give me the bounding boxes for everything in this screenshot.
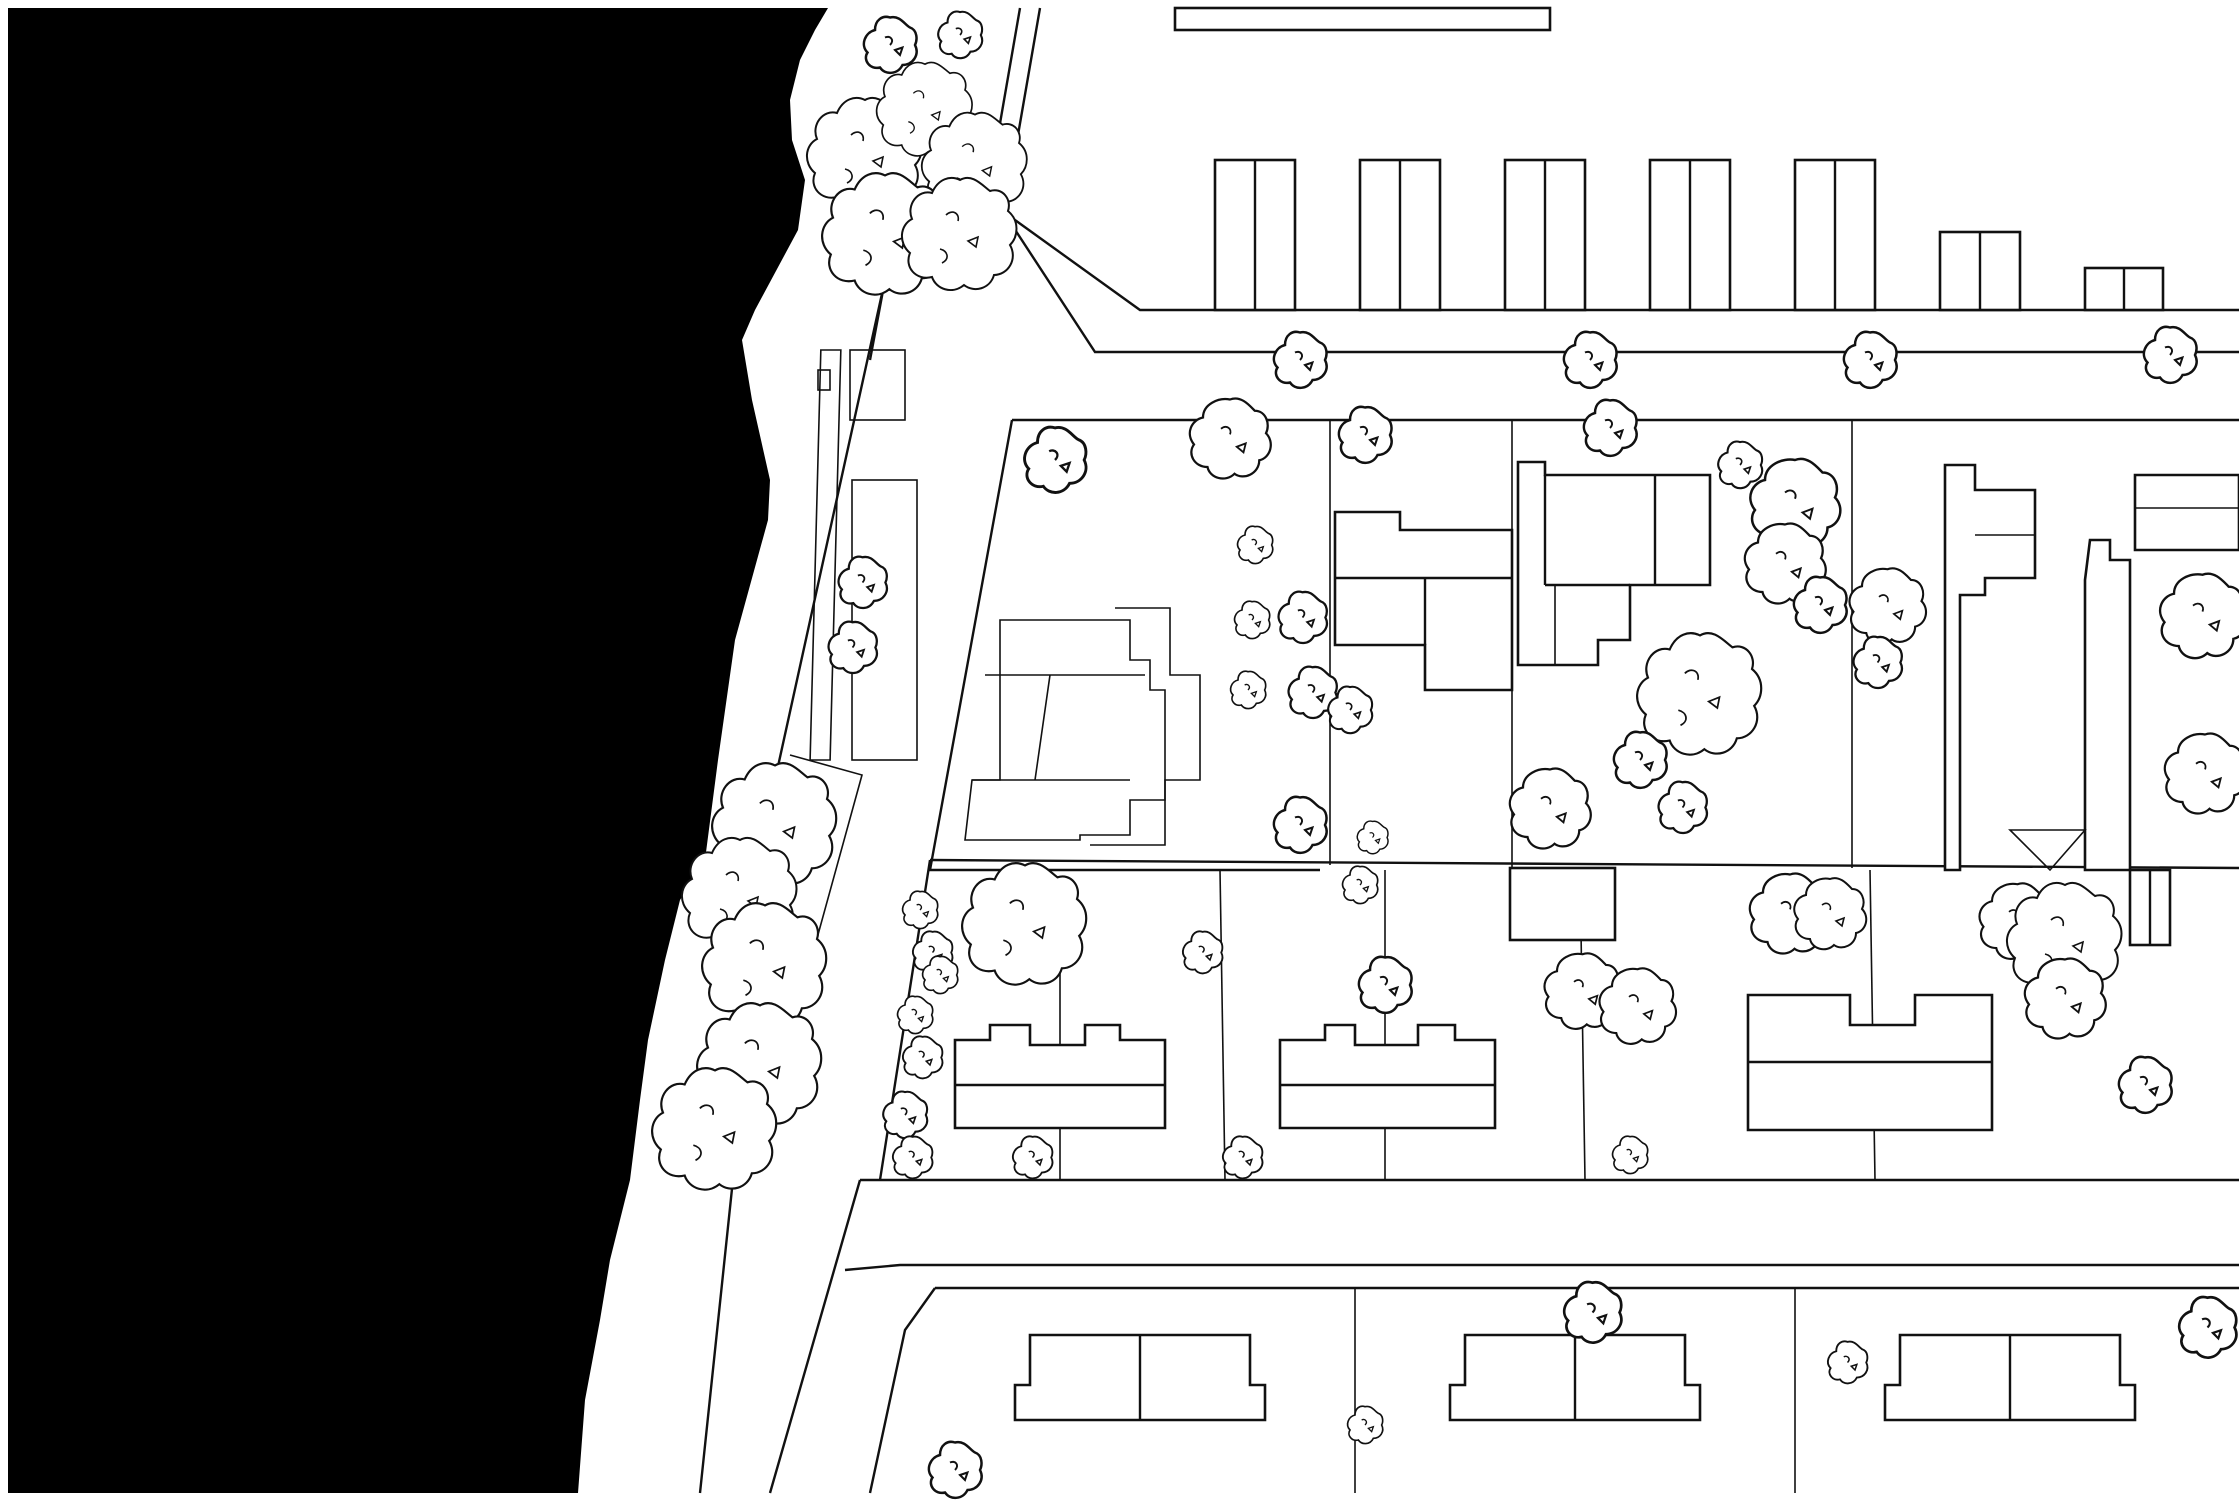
block-c-terraces — [1943, 463, 2239, 947]
lower-row-houses — [1013, 1333, 2137, 1422]
south-block-houses — [953, 993, 1994, 1132]
main-street — [768, 1178, 2239, 1494]
waterfront-kiosk — [789, 349, 918, 1001]
water-body — [8, 8, 828, 1493]
garden-trees — [1023, 397, 2239, 855]
civic-building — [964, 607, 1201, 846]
garage-outbuilding — [1508, 866, 1617, 942]
north-row-houses — [1173, 6, 2165, 312]
block-b-houses — [1333, 460, 1712, 692]
